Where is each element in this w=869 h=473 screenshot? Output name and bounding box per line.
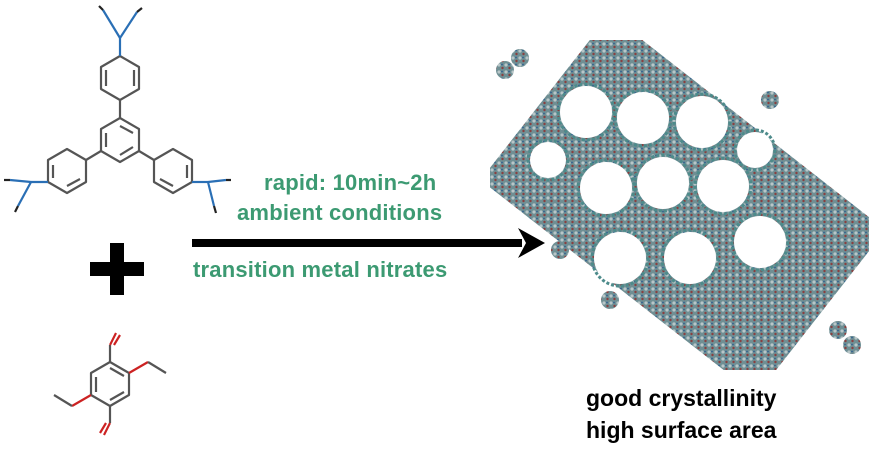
framework-pore	[556, 82, 616, 142]
framework-pore	[576, 158, 636, 218]
framework-edge-fragment	[791, 311, 809, 329]
framework-pore	[526, 138, 570, 182]
result-crystallinity: good crystallinity	[586, 385, 777, 411]
framework-edge-fragment	[551, 241, 569, 259]
plus-sign	[90, 243, 144, 295]
framework-pore	[672, 92, 732, 152]
cof-framework	[490, 40, 869, 370]
condition-metal-nitrates: transition metal nitrates	[193, 257, 448, 282]
triamine-molecule	[4, 5, 231, 214]
framework-edge-fragment	[843, 336, 861, 354]
framework-pore	[590, 228, 650, 288]
framework-edge-fragment	[496, 61, 514, 79]
result-surface-area: high surface area	[586, 417, 777, 443]
framework-pore	[730, 212, 790, 272]
condition-rapid: rapid: 10min~2h	[264, 170, 437, 195]
framework-pore	[660, 228, 720, 288]
framework-edge-fragment	[511, 49, 529, 67]
framework-edge-fragment	[601, 291, 619, 309]
framework-pore	[693, 156, 753, 216]
condition-ambient: ambient conditions	[237, 200, 443, 225]
framework-pore	[733, 128, 777, 172]
dialdehyde-molecule	[53, 332, 167, 436]
framework-pore	[613, 88, 673, 148]
framework-pore	[633, 153, 693, 213]
framework-edge-fragment	[829, 321, 847, 339]
framework-edge-fragment	[761, 91, 779, 109]
central-benzene-ring	[99, 116, 141, 164]
